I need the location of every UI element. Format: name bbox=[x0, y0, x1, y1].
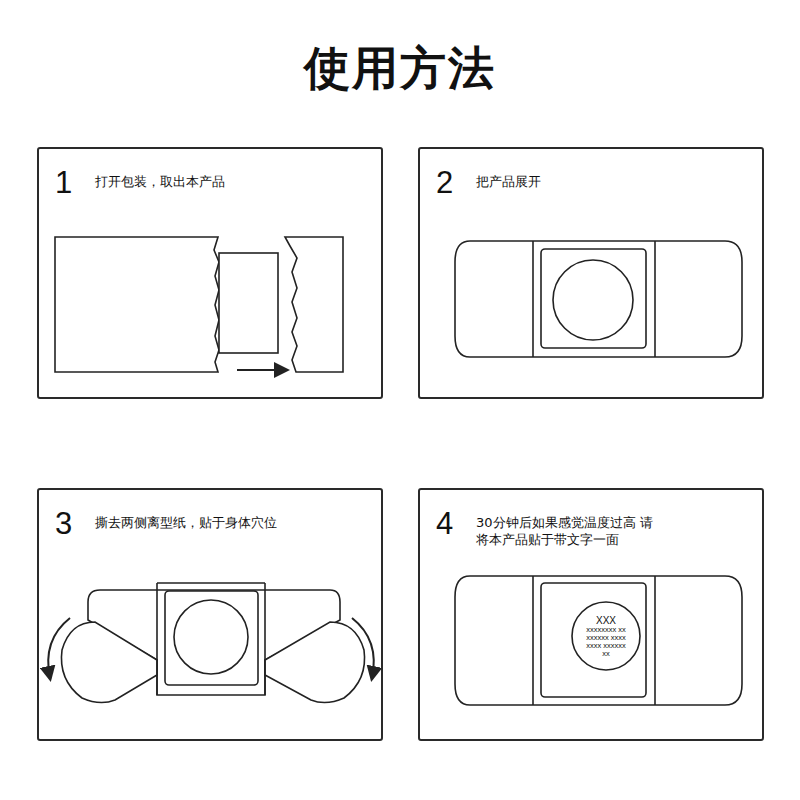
step-panel: 1 打开包装，取出本产品 bbox=[37, 147, 383, 399]
step-number: 3 bbox=[55, 508, 72, 539]
circle-heading: XXX bbox=[596, 615, 616, 626]
step-panel: 4 30分钟后如果感觉温度过高 请将本产品贴于带文字一面 XXXxxxxxxxx x… bbox=[418, 488, 764, 741]
step-instruction: 30分钟后如果感觉温度过高 请将本产品贴于带文字一面 bbox=[476, 514, 661, 548]
package-drawing bbox=[55, 237, 343, 372]
step-panel: 2 把产品展开 bbox=[418, 147, 764, 399]
step-number: 4 bbox=[436, 508, 453, 539]
text-circle: XXXxxxxxxxx xxxxxxxx xxxxxxxx xxxxxxxx bbox=[571, 601, 641, 671]
circle-body: xxxxxxxx xxxxxxxx xxxxxxxx xxxxxxxx bbox=[586, 626, 626, 658]
patch-drawing bbox=[455, 241, 742, 357]
step-number: 2 bbox=[436, 167, 453, 198]
step-instruction: 打开包装，取出本产品 bbox=[95, 173, 225, 190]
step-instruction: 撕去两侧离型纸，贴于身体穴位 bbox=[95, 514, 277, 531]
step-instruction: 把产品展开 bbox=[476, 173, 541, 190]
step-number: 1 bbox=[55, 167, 72, 198]
patch-drawing bbox=[455, 576, 742, 705]
step-panel: 3 撕去两侧离型纸，贴于身体穴位 bbox=[37, 488, 383, 741]
peeling-drawing bbox=[48, 583, 374, 703]
page-title: 使用方法 bbox=[0, 38, 800, 100]
